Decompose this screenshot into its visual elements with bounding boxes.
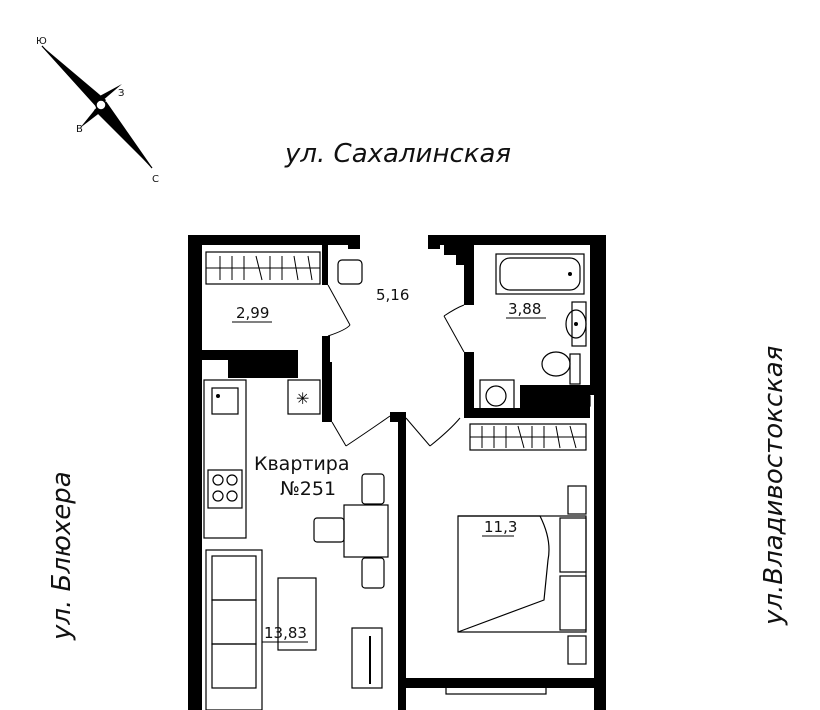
street-north-label: ул. Сахалинская	[284, 139, 511, 169]
bathroom: 3,88	[479, 253, 591, 411]
kitchen-living-room: ✳ Квартира №251 13,83	[203, 379, 389, 710]
street-east-label: ул.Владивостокская	[759, 346, 789, 626]
compass-west-label: В	[76, 124, 83, 135]
storage-room: 2,99	[205, 251, 351, 337]
bathroom-area-label: 3,88	[508, 300, 541, 318]
compass-rose: Ю З В С	[36, 36, 159, 185]
bedroom-area-label: 11,3	[484, 518, 517, 536]
hall-area-label: 5,16	[376, 286, 409, 304]
compass-south-label: Ю	[36, 36, 47, 47]
storage-area-label: 2,99	[236, 304, 269, 322]
compass-east-label: З	[118, 88, 124, 99]
vent-icon: ✳	[296, 389, 309, 408]
apartment-number: №251	[280, 478, 336, 500]
street-west-label: ул. Блюхера	[47, 471, 77, 641]
exterior-walls	[188, 235, 606, 710]
kitchen-living-area-label: 13,83	[264, 624, 307, 642]
interior-walls	[202, 245, 590, 710]
compass-north-label: С	[152, 174, 159, 185]
bedroom: 11,3	[445, 423, 587, 695]
hallway: 5,16	[331, 259, 465, 447]
apartment-title: Квартира	[254, 453, 350, 475]
